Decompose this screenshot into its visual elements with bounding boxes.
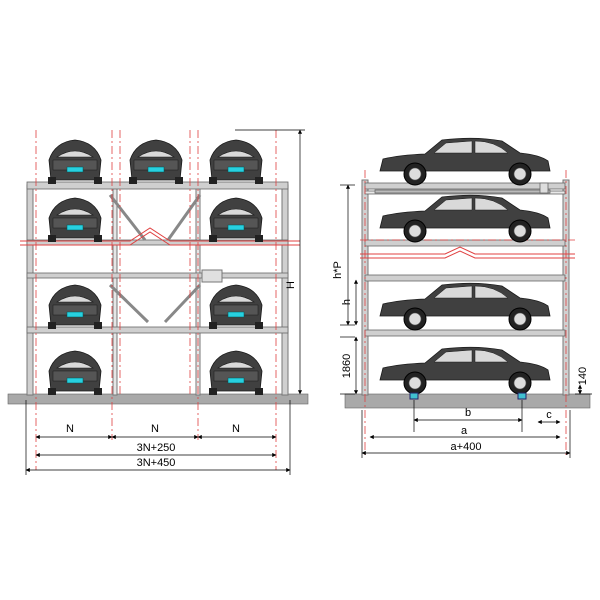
front-lift-box: [201, 269, 223, 283]
side-car-4: [379, 346, 551, 395]
front-braces: [108, 194, 202, 324]
side-ground: [344, 393, 591, 409]
side-dim-a400: a+400: [451, 441, 482, 453]
front-car-4: [48, 197, 102, 242]
front-car-3: [209, 139, 263, 184]
front-dim-n-left: N: [66, 423, 74, 435]
front-car-8: [48, 350, 102, 395]
front-car-1: [48, 139, 102, 184]
side-break-lines: [360, 246, 575, 259]
front-car-9: [209, 350, 263, 395]
side-platforms: [364, 182, 566, 337]
side-car-3: [379, 282, 551, 331]
front-ground: [7, 393, 309, 405]
side-dim-b: b: [465, 407, 471, 419]
side-dim-1860: 1860: [341, 354, 353, 378]
side-cars: [379, 137, 551, 395]
side-dim-140: 140: [577, 367, 589, 385]
front-dimensions: [25, 129, 305, 475]
side-axis-lines: [360, 170, 575, 455]
side-car-1: [379, 137, 551, 186]
front-dim-3n450: 3N+450: [137, 457, 176, 469]
side-dimensions: [340, 184, 592, 458]
front-dim-n-right: N: [232, 423, 240, 435]
front-platforms: [26, 181, 289, 334]
side-dim-a: a: [461, 425, 468, 437]
front-dim-h: H: [285, 281, 297, 289]
side-dim-hp: h*P: [332, 261, 344, 279]
front-car-6: [48, 284, 102, 329]
front-dim-3n250: 3N+250: [137, 442, 176, 454]
front-view: N N N 3N+250 3N+450 H: [7, 129, 309, 475]
side-dim-h: h: [341, 299, 353, 305]
front-car-7: [209, 284, 263, 329]
front-cars: [48, 139, 263, 395]
front-dim-n-mid: N: [151, 423, 159, 435]
side-dim-c: c: [546, 409, 552, 421]
front-car-5: [209, 197, 263, 242]
side-car-2: [379, 194, 551, 243]
side-view: h*P h 1860 140 b a c a+400: [332, 137, 592, 458]
side-wheel-blocks: [409, 392, 527, 400]
front-car-2: [129, 139, 183, 184]
front-axis-lines: [35, 130, 277, 470]
